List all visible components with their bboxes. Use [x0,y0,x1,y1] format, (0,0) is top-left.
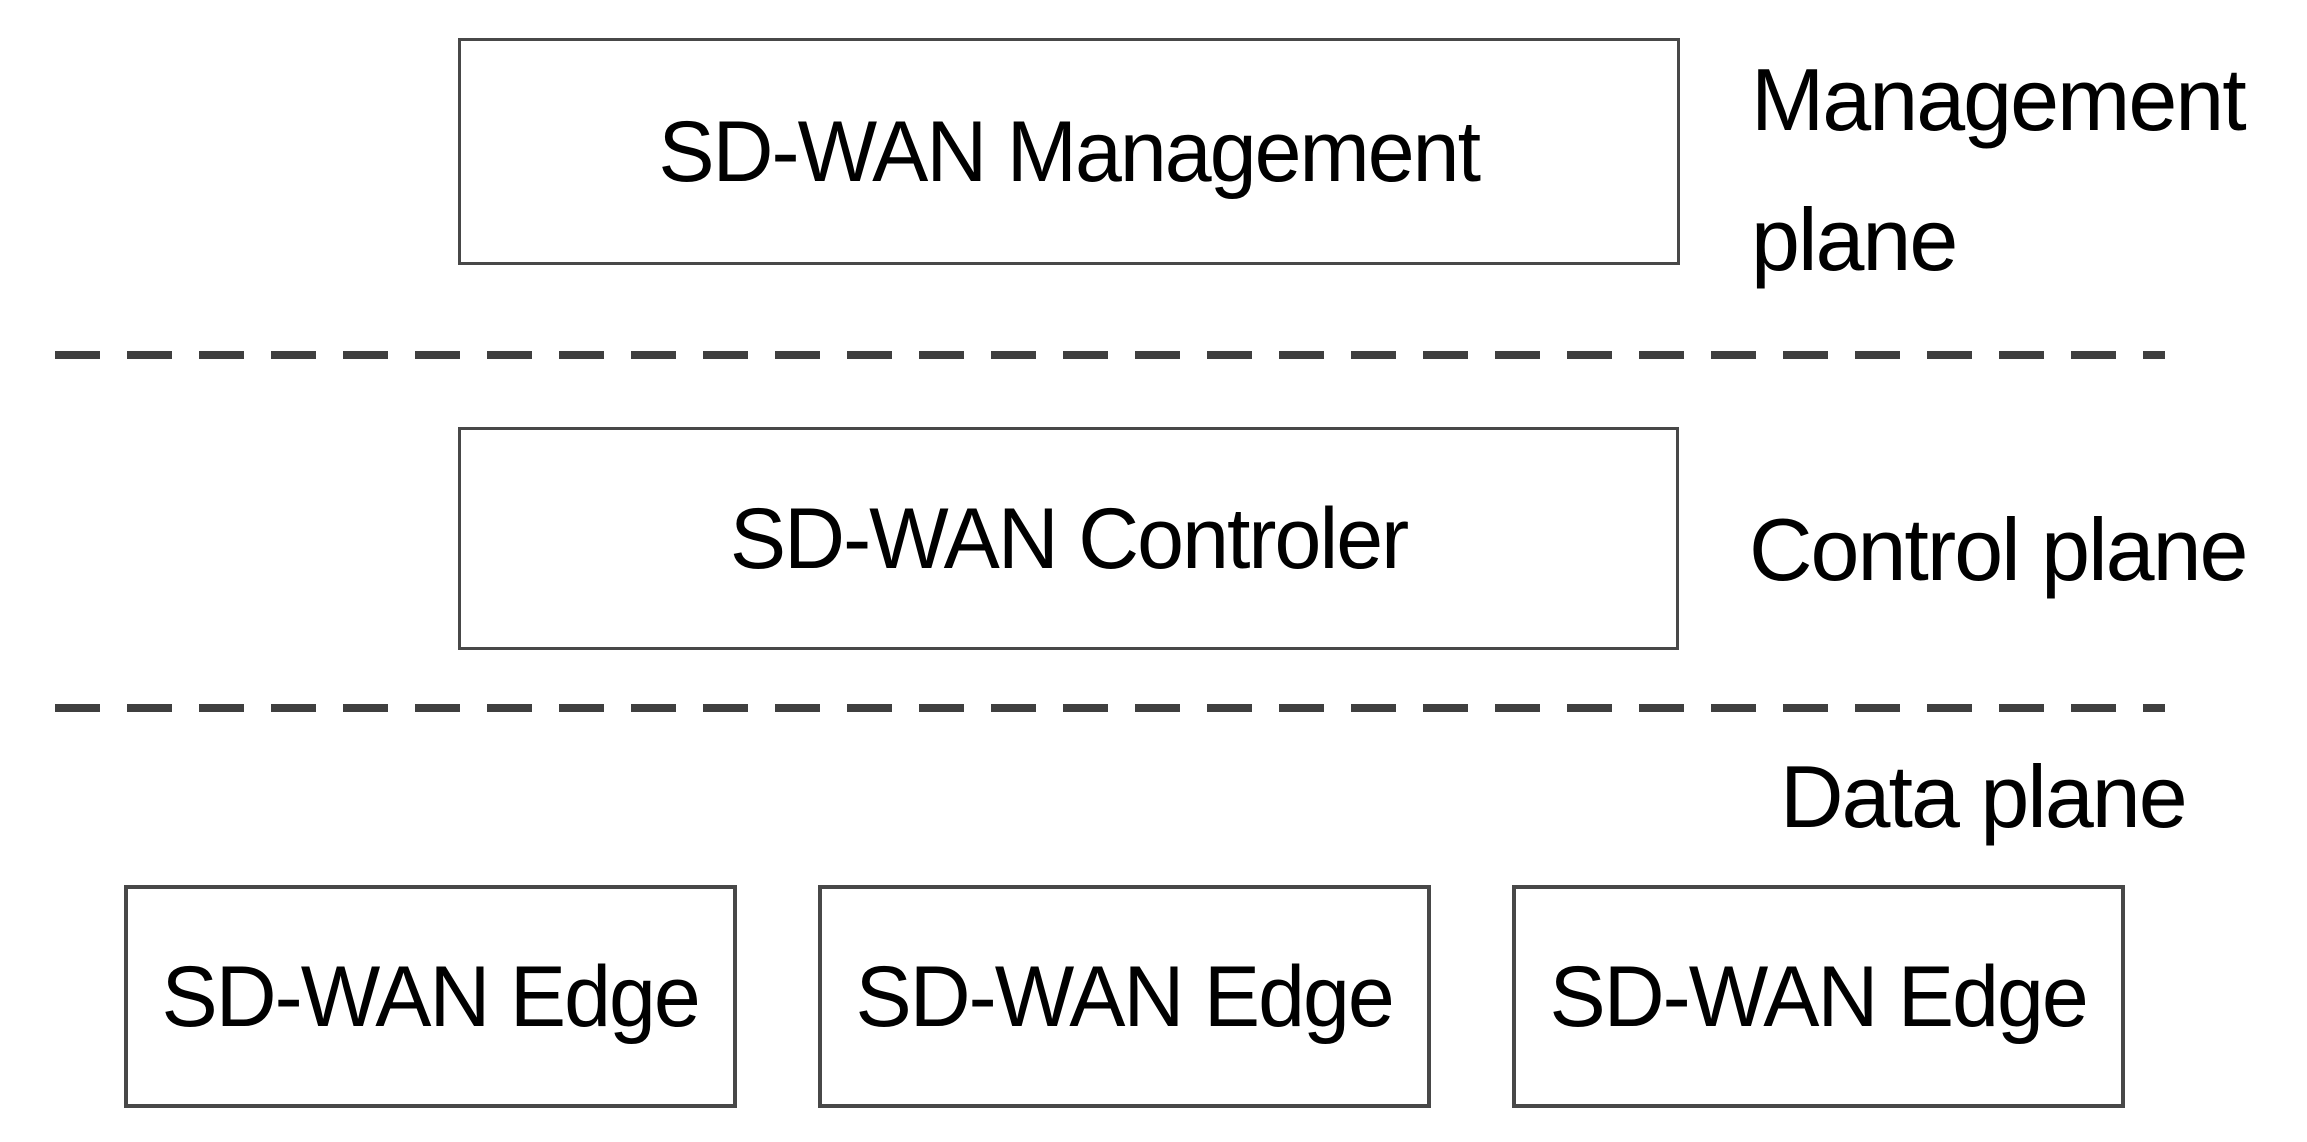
sdwan-edge-box-1: SD-WAN Edge [124,885,737,1108]
control-plane-label: Control plane [1749,500,2248,599]
sdwan-controller-box: SD-WAN Controler [458,427,1679,650]
management-control-divider [55,351,2165,359]
management-plane-label-line2: plane [1751,190,1958,289]
sdwan-management-box-label: SD-WAN Management [658,103,1482,200]
sdwan-edge-box-3: SD-WAN Edge [1512,885,2125,1108]
sdwan-edge-box-1-label: SD-WAN Edge [161,948,701,1045]
sdwan-edge-box-2-label: SD-WAN Edge [855,948,1395,1045]
data-plane-label: Data plane [1780,747,2188,846]
management-plane-label-line1: Management [1751,50,2247,149]
management-plane-label: Management plane [1751,30,2247,310]
sdwan-edge-box-3-label: SD-WAN Edge [1549,948,2089,1045]
sdwan-management-box: SD-WAN Management [458,38,1680,265]
sdwan-controller-box-label: SD-WAN Controler [729,490,1409,587]
control-data-divider [55,704,2165,712]
sdwan-edge-box-2: SD-WAN Edge [818,885,1431,1108]
